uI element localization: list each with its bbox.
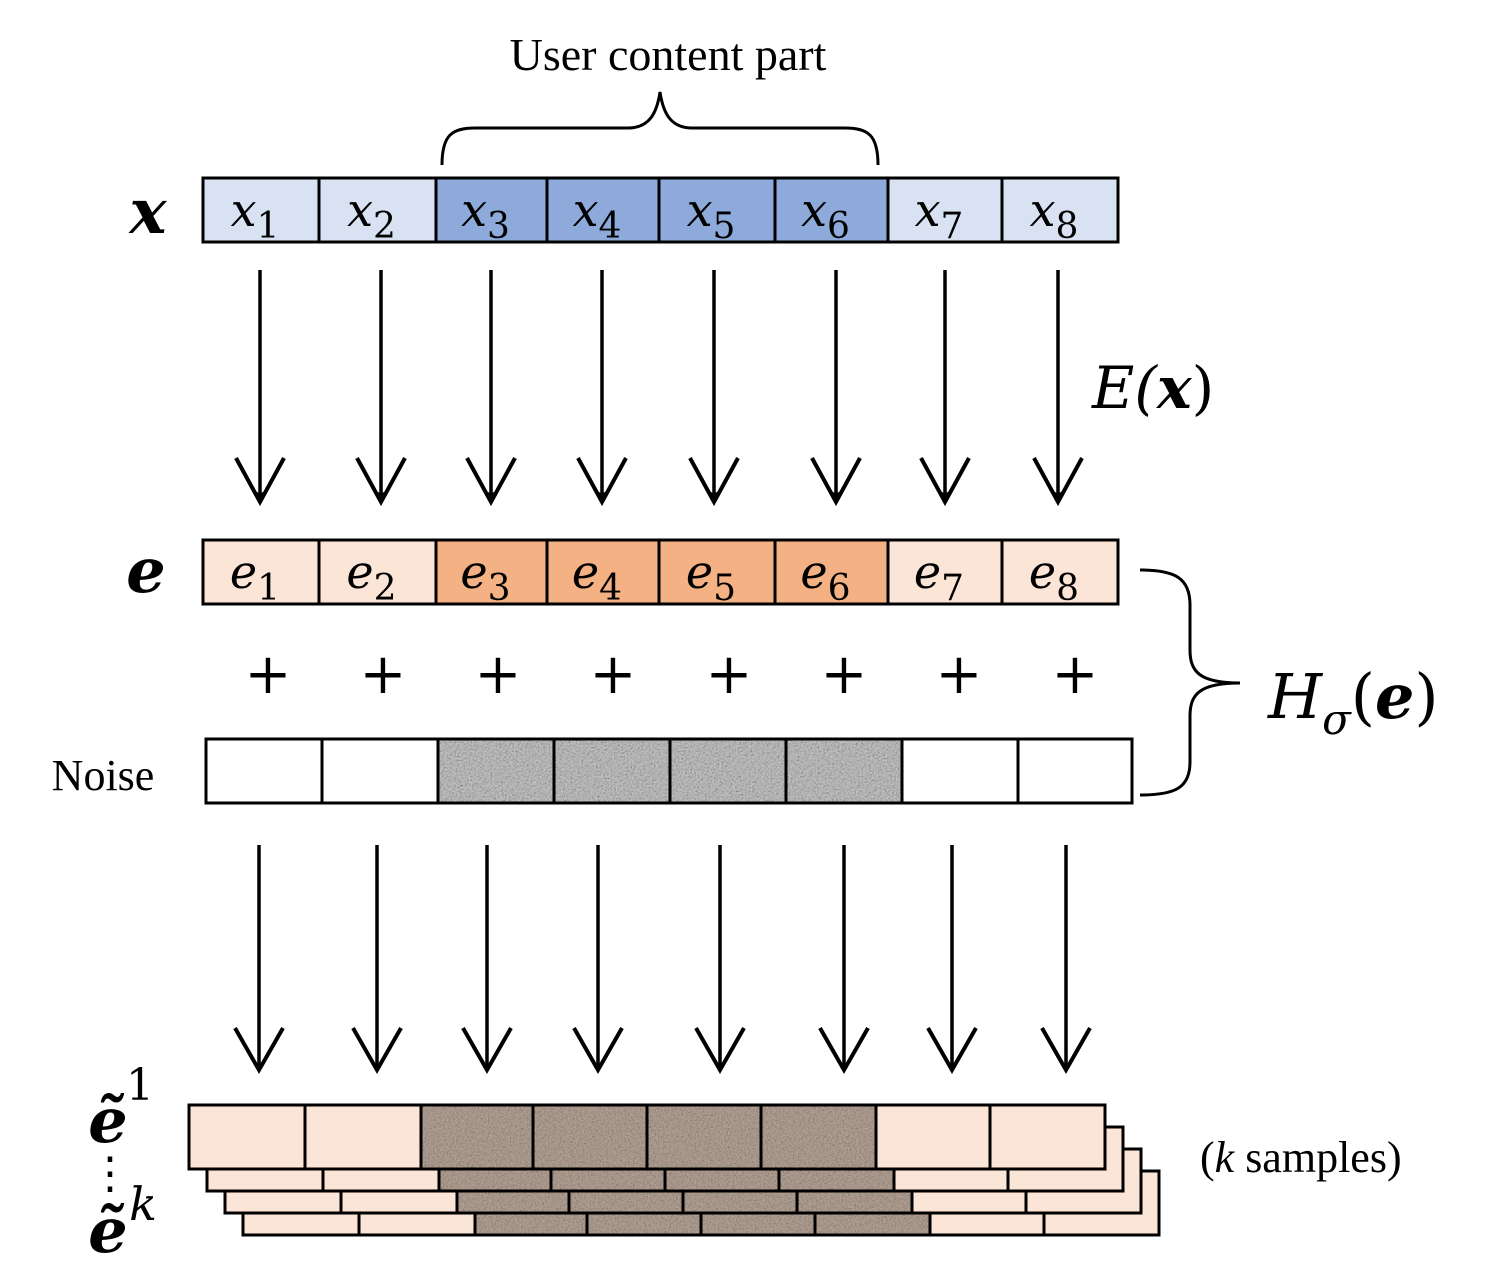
- e-cell-label: e1: [230, 545, 280, 609]
- e-tilde-k-label: ẽ: [88, 1194, 127, 1267]
- x-row-label: x: [128, 175, 168, 248]
- sample-cell: [990, 1105, 1105, 1169]
- encoder-arrows: [234, 270, 1084, 507]
- x-cell: x4: [545, 176, 661, 247]
- e-cell: e1: [201, 538, 321, 609]
- e-cell: e3: [434, 538, 549, 609]
- ellipsis: ⋮: [88, 1148, 132, 1199]
- user-content-brace: [440, 91, 880, 166]
- arrow-head: [1040, 1027, 1092, 1075]
- sample-cell-noisy: [647, 1105, 761, 1169]
- e-cell-label: e2: [346, 545, 396, 609]
- plus-sign: +: [590, 642, 637, 707]
- e-cell-label: e4: [572, 545, 622, 609]
- sample-cell-noisy: [761, 1105, 876, 1169]
- arrow-head: [572, 1027, 624, 1075]
- noise-cell-border: [1016, 737, 1134, 805]
- k-samples-label: (k samples): [1200, 1133, 1402, 1182]
- arrow-head: [576, 457, 628, 507]
- noise-cell-noisy: [436, 737, 556, 805]
- noise-label: Noise: [52, 751, 155, 800]
- plus-sign: +: [706, 642, 753, 707]
- plus-sign: +: [475, 642, 522, 707]
- sup-1-label: 1: [126, 1060, 154, 1111]
- x-cell: x8: [1000, 176, 1120, 247]
- arrow-head: [694, 1027, 746, 1075]
- noise-cell-noisy: [552, 737, 672, 805]
- plus-sign: +: [245, 642, 292, 707]
- arrow-head: [688, 457, 740, 507]
- sample-cell: [189, 1105, 305, 1169]
- plus-sign: +: [1052, 642, 1099, 707]
- e-cell: e5: [657, 538, 777, 609]
- sample-cell-noisy: [421, 1105, 533, 1169]
- x-cell-label: x8: [1030, 183, 1079, 247]
- e-row-label: e: [126, 534, 165, 607]
- x-cell: x6: [773, 176, 890, 247]
- arrow-head: [233, 1027, 285, 1075]
- noise-cell-noisy: [668, 737, 788, 805]
- sample-cell: [876, 1105, 990, 1169]
- arrow-head: [355, 457, 407, 507]
- x-cell: x1: [201, 176, 321, 247]
- x-cell-label: x2: [347, 183, 396, 247]
- e-cell-label: e5: [686, 545, 736, 609]
- plus-sign: +: [936, 642, 983, 707]
- e-cell-label: e8: [1029, 545, 1079, 609]
- e-cell: e4: [545, 538, 661, 609]
- arrow-head: [919, 457, 971, 507]
- sample-cell-border: [988, 1103, 1107, 1171]
- h-sigma-label: Hσ(e): [1267, 660, 1439, 744]
- user-content-label: User content part: [510, 29, 827, 80]
- arrow-head: [810, 457, 862, 507]
- sample-cell: [305, 1105, 421, 1169]
- noise-cell-empty: [320, 737, 440, 805]
- x-cell-label: x1: [231, 183, 280, 247]
- x-cell: x7: [886, 176, 1004, 247]
- arrow-head: [926, 1027, 978, 1075]
- e-cell-label: e7: [914, 545, 964, 609]
- arrow-head: [461, 1027, 513, 1075]
- sample-cell-noisy: [533, 1105, 647, 1169]
- e-cell: e8: [1000, 538, 1120, 609]
- arrow-head: [234, 457, 286, 507]
- e-cell-label: e3: [460, 545, 510, 609]
- noise-cell-empty: [900, 737, 1020, 805]
- noise-cell-empty: [204, 737, 324, 805]
- sup-k-label: k: [129, 1177, 157, 1231]
- x-cell-label: x3: [461, 183, 510, 247]
- x-cell: x3: [434, 176, 549, 247]
- e-row: e1 e2 e3 e4 e5 e6 e7 e8: [201, 538, 1120, 609]
- sampling-arrows: [233, 845, 1092, 1075]
- plus-row: + + + + + + + +: [245, 642, 1099, 707]
- sample-stack: [187, 1103, 1161, 1237]
- h-sigma-brace: [1139, 568, 1241, 797]
- noise-row: [204, 737, 1134, 805]
- noise-cell-noisy: [784, 737, 904, 805]
- x-cell-label: x5: [687, 183, 736, 247]
- arrow-head: [818, 1027, 870, 1075]
- x-row: x1 x2 x3 x4 x5 x6 x7 x8: [201, 176, 1120, 247]
- arrow-head: [351, 1027, 403, 1075]
- x-cell: x2: [317, 176, 438, 247]
- e-cell: e7: [886, 538, 1004, 609]
- arrow-head: [1032, 457, 1084, 507]
- x-cell-label: x4: [573, 183, 622, 247]
- x-cell: x5: [657, 176, 777, 247]
- x-cell-label: x6: [801, 183, 850, 247]
- e-cell: e2: [317, 538, 438, 609]
- e-cell-label: e6: [800, 545, 850, 609]
- e-tilde-1-label: ẽ: [88, 1084, 127, 1157]
- plus-sign: +: [821, 642, 868, 707]
- e-cell: e6: [773, 538, 890, 609]
- x-cell-label: x7: [915, 183, 964, 247]
- encoder-label: E(x): [1091, 354, 1214, 422]
- arrow-head: [465, 457, 517, 507]
- plus-sign: +: [360, 642, 407, 707]
- noise-cell-empty: [1016, 737, 1134, 805]
